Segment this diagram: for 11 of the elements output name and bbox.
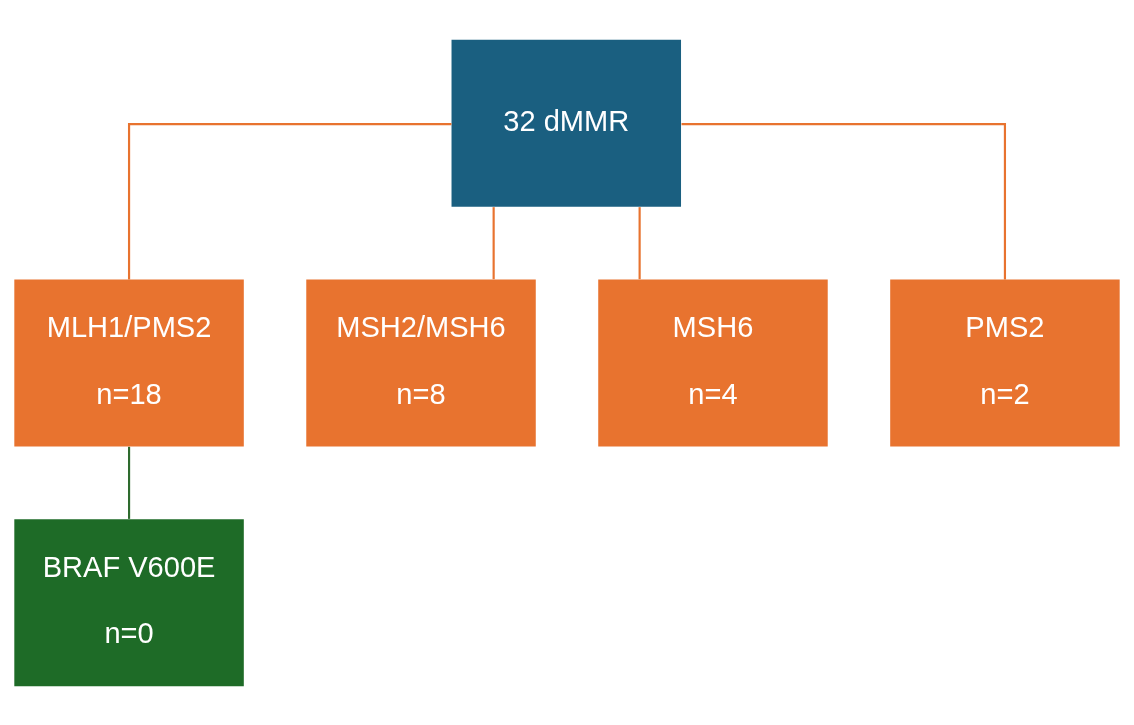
node-box: PMS2 n=2 [890, 279, 1120, 446]
connector [492, 206, 495, 279]
connector [127, 122, 452, 279]
connector [127, 446, 131, 519]
node-box: BRAF V600E n=0 [14, 518, 244, 686]
node-box: MLH1/PMS2 n=18 [14, 279, 244, 446]
node-box: MSH2/MSH6 n=8 [306, 279, 536, 446]
node-box: MSH6 n=4 [598, 279, 828, 446]
connector [681, 122, 1007, 279]
connector [638, 206, 641, 279]
node-box: 32 dMMR [451, 39, 681, 207]
